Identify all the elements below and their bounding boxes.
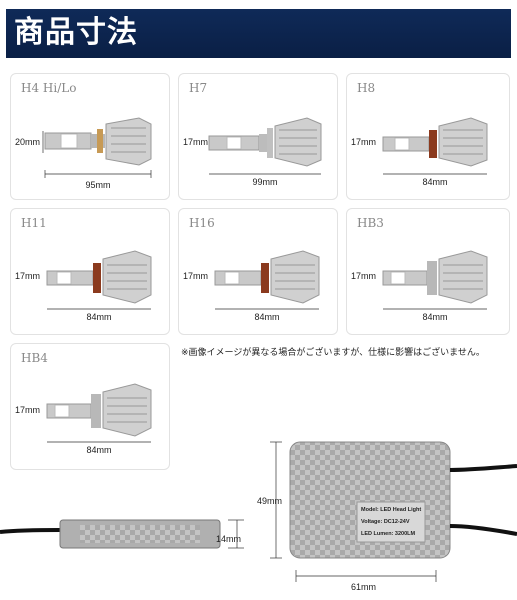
product-card-h16: H16 17mm 84mm	[178, 208, 338, 335]
length-label: 99mm	[252, 177, 278, 187]
bulb-image	[382, 250, 488, 310]
height-label: 17mm	[15, 271, 41, 281]
product-label: H11	[21, 216, 47, 230]
height-label: 17mm	[351, 271, 377, 281]
product-label: H4 Hi/Lo	[21, 81, 77, 95]
bulb-image	[214, 250, 320, 310]
disclaimer-note: ※画像イメージが異なる場合がございますが、仕様に影響はございません。	[181, 348, 485, 358]
bulb-image	[46, 250, 152, 310]
product-label: H7	[189, 81, 208, 95]
length-label: 95mm	[85, 180, 111, 190]
thickness-label: 14mm	[216, 534, 242, 544]
plate-lumen: LED Lumen: 3200LM	[361, 531, 416, 537]
product-label: H8	[357, 81, 376, 95]
length-label: 84mm	[86, 312, 112, 322]
width-label: 61mm	[351, 582, 377, 592]
length-label: 84mm	[86, 445, 112, 455]
product-label: HB4	[21, 351, 48, 365]
bulb-image	[46, 383, 152, 443]
plate-voltage: Voltage: DC12-24V	[361, 519, 410, 525]
bulb-image	[208, 117, 322, 175]
product-card-h4: H4 Hi/Lo 20mm 95mm	[10, 73, 170, 200]
ballast-image	[0, 441, 517, 582]
height-label: 17mm	[183, 271, 209, 281]
page-header: 商品寸法	[6, 9, 511, 58]
product-card-hb3: HB3 17mm 84mm	[346, 208, 510, 335]
bulb-image	[42, 117, 152, 178]
bulb-image	[382, 117, 488, 175]
product-label: HB3	[357, 216, 384, 230]
height-label: 20mm	[15, 137, 41, 147]
length-label: 84mm	[422, 312, 448, 322]
height-label: 17mm	[15, 405, 41, 415]
product-card-h7: H7 17mm 99mm	[178, 73, 338, 200]
height-label: 49mm	[257, 496, 283, 506]
ballast-diagram: 14mm 49mm 61mm Model: LED Head Light Vol…	[0, 430, 517, 600]
page-title: 商品寸法	[14, 15, 138, 50]
product-card-hb4: HB4 17mm 84mm	[10, 343, 170, 470]
plate-model: Model: LED Head Light	[361, 507, 422, 513]
height-label: 17mm	[183, 137, 209, 147]
height-label: 17mm	[351, 137, 377, 147]
length-label: 84mm	[422, 177, 448, 187]
product-label: H16	[189, 216, 215, 230]
product-card-h11: H11 17mm 84mm	[10, 208, 170, 335]
product-card-h8: H8 17mm 84mm	[346, 73, 510, 200]
length-label: 84mm	[254, 312, 280, 322]
